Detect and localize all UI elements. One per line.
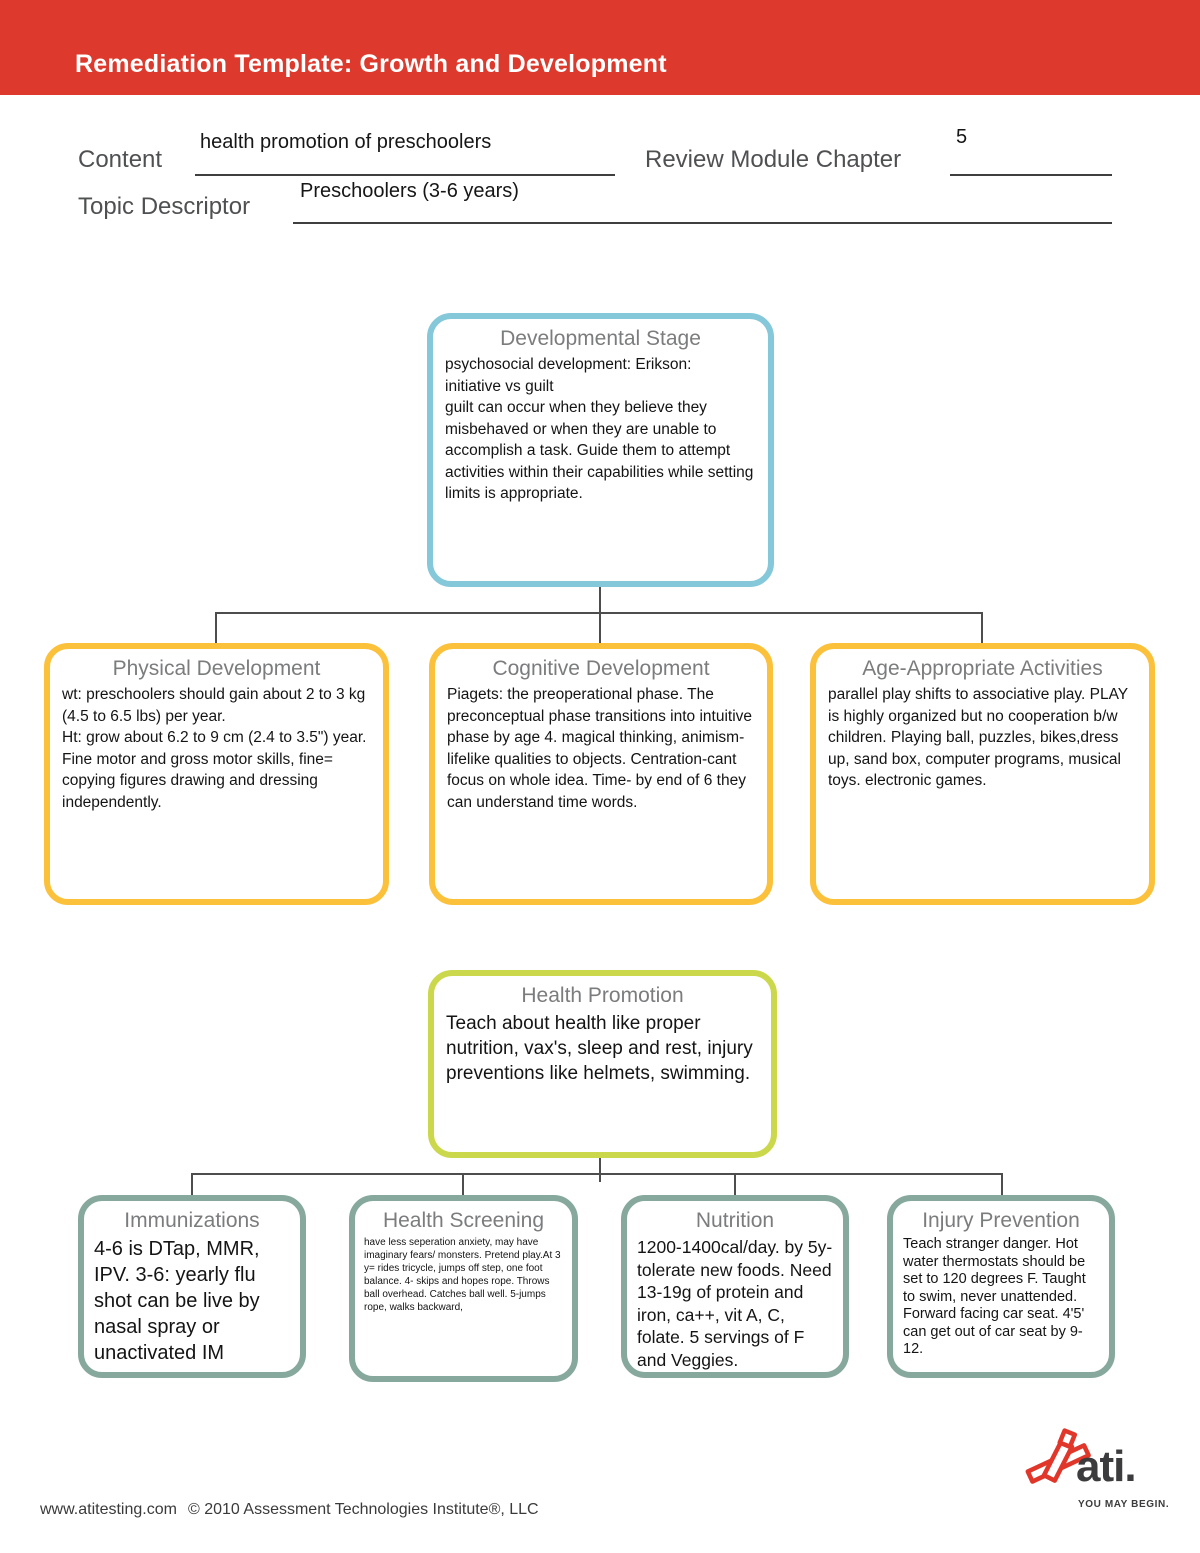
topic-descriptor-label: Topic Descriptor — [78, 193, 251, 220]
cognitive-development-body[interactable]: Piagets: the preoperational phase. The p… — [447, 686, 753, 811]
content-label: Content — [78, 146, 163, 173]
injury-prevention-title: Injury Prevention — [922, 1209, 1080, 1232]
immunizations-body[interactable]: 4-6 is DTap, MMR, IPV. 3-6: yearly flu s… — [94, 1238, 260, 1364]
injury-prevention-box: Injury Prevention Teach stranger danger.… — [887, 1195, 1115, 1378]
injury-prevention-body[interactable]: Teach stranger danger. Hot water thermos… — [903, 1236, 1086, 1357]
nutrition-body[interactable]: 1200-1400cal/day. by 5y-tolerate new foo… — [637, 1237, 833, 1370]
nutrition-box: Nutrition 1200-1400cal/day. by 5y-tolera… — [621, 1195, 849, 1378]
connector-line — [191, 1173, 193, 1195]
connector-line — [734, 1173, 736, 1195]
topic-descriptor-field[interactable]: Preschoolers (3-6 years) — [300, 180, 519, 202]
connector-line — [599, 1158, 601, 1174]
age-appropriate-activities-body[interactable]: parallel play shifts to associative play… — [828, 686, 1128, 789]
health-screening-body[interactable]: have less seperation anxiety, may have i… — [364, 1237, 561, 1313]
connector-line — [462, 1173, 464, 1195]
connector-line — [215, 612, 217, 643]
ati-logo-figure-icon — [1024, 1428, 1096, 1501]
page-title: Remediation Template: Growth and Develop… — [75, 50, 667, 78]
immunizations-box: Immunizations 4-6 is DTap, MMR, IPV. 3-6… — [78, 1195, 306, 1378]
footer-url: www.atitesting.com — [40, 1501, 177, 1518]
ati-wordmark: ati. — [1076, 1442, 1137, 1491]
health-screening-title: Health Screening — [382, 1209, 545, 1232]
health-promotion-box: Health Promotion Teach about health like… — [428, 970, 777, 1158]
topic-descriptor-underline — [293, 222, 1112, 224]
header-bar: Remediation Template: Growth and Develop… — [0, 0, 1200, 95]
content-underline — [195, 174, 615, 176]
review-module-chapter-underline — [950, 174, 1112, 176]
review-module-chapter-field[interactable]: 5 — [956, 126, 968, 148]
immunizations-title: Immunizations — [124, 1209, 260, 1232]
review-module-chapter-label: Review Module Chapter — [645, 146, 902, 173]
health-promotion-title: Health Promotion — [521, 984, 684, 1007]
connector-line — [1001, 1173, 1003, 1195]
cognitive-development-title: Cognitive Development — [492, 657, 710, 680]
health-screening-box: Health Screening have less seperation an… — [349, 1195, 578, 1382]
cognitive-development-box: Cognitive Development Piagets: the preop… — [429, 643, 773, 905]
content-field[interactable]: health promotion of preschoolers — [200, 131, 492, 153]
connector-line — [981, 612, 983, 643]
age-appropriate-activities-title: Age-Appropriate Activities — [862, 657, 1103, 680]
footer-copyright: © 2010 Assessment Technologies Institute… — [188, 1501, 539, 1518]
connector-line — [599, 587, 601, 613]
nutrition-title: Nutrition — [695, 1209, 775, 1232]
physical-development-body[interactable]: wt: preschoolers should gain about 2 to … — [62, 686, 367, 811]
age-appropriate-activities-box: Age-Appropriate Activities parallel play… — [810, 643, 1155, 905]
ati-tagline: YOU MAY BEGIN. — [1078, 1499, 1170, 1510]
developmental-stage-title: Developmental Stage — [500, 327, 701, 350]
health-promotion-body[interactable]: Teach about health like proper nutrition… — [446, 1013, 753, 1084]
ati-logo: ati. YOU MAY BEGIN. — [1020, 1428, 1190, 1520]
connector-line — [599, 612, 601, 643]
physical-development-title: Physical Development — [112, 657, 321, 680]
physical-development-box: Physical Development wt: preschoolers sh… — [44, 643, 389, 905]
connector-line — [599, 1173, 601, 1182]
developmental-stage-body[interactable]: psychosocial development: Erikson: initi… — [445, 356, 754, 502]
developmental-stage-box: Developmental Stage psychosocial develop… — [427, 313, 774, 587]
connector-line — [191, 1173, 1003, 1175]
